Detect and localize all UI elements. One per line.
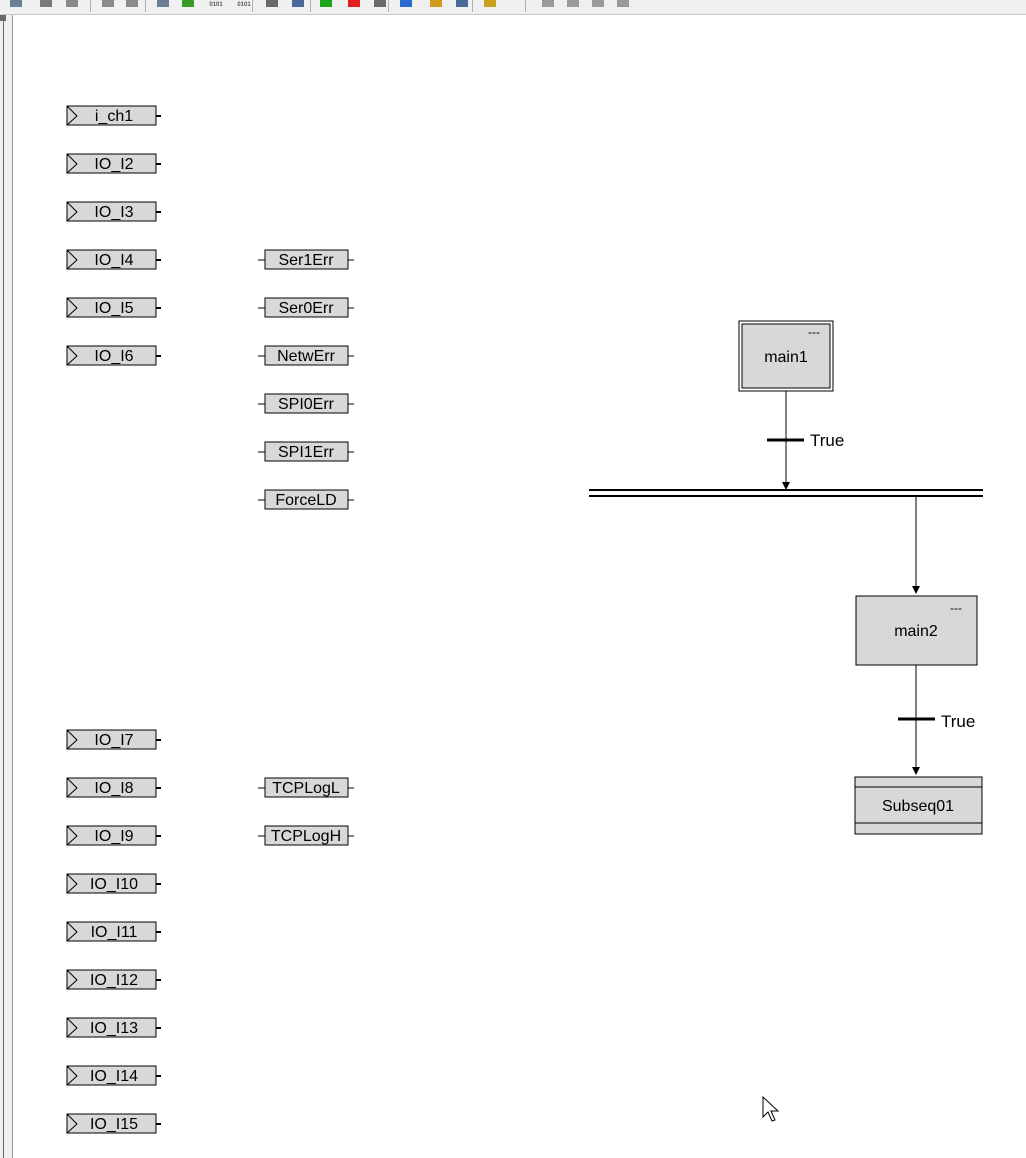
step-label: main1 [764, 349, 808, 366]
print-preview-icon[interactable] [290, 0, 306, 9]
stop-icon[interactable] [372, 0, 388, 9]
variable-block-label: TCPLogL [272, 780, 340, 797]
input-terminal-io-i6[interactable]: IO_I6 [66, 345, 161, 366]
step-label: main2 [894, 623, 938, 640]
variable-block-label: Ser0Err [278, 300, 334, 317]
variable-block-label: SPI1Err [278, 444, 335, 461]
variable-block-label: TCPLogH [271, 828, 341, 845]
step-action-marker: --- [950, 601, 962, 615]
align-right-icon[interactable] [590, 0, 606, 9]
transition-condition: True [941, 712, 975, 731]
toolbar-separator [252, 0, 253, 12]
transition-t1[interactable]: True [767, 431, 844, 450]
toolbar-separator [472, 0, 473, 12]
input-terminal-label: IO_I8 [94, 780, 133, 797]
align-left-icon[interactable] [540, 0, 556, 9]
input-terminal-io-i4[interactable]: IO_I4 [66, 249, 161, 270]
variable-block-spi0err[interactable]: SPI0Err [258, 393, 354, 414]
page-setup-icon[interactable] [264, 0, 280, 9]
grid-icon[interactable] [615, 0, 631, 9]
svg-text:0101: 0101 [237, 2, 251, 8]
save-icon[interactable] [155, 0, 171, 9]
input-terminal-label: IO_I6 [94, 348, 133, 365]
print-icon[interactable] [454, 0, 470, 9]
variable-block-ser0err[interactable]: Ser0Err [258, 297, 354, 318]
new-icon[interactable] [8, 0, 24, 9]
binary-upload-icon[interactable]: 0101 [236, 0, 252, 9]
input-terminal-i-ch1[interactable]: i_ch1 [66, 105, 161, 126]
run-icon[interactable] [318, 0, 334, 9]
input-terminal-label: IO_I15 [90, 1116, 138, 1133]
toolbar-separator [90, 0, 91, 12]
macro-step-subseq01[interactable]: Subseq01 [854, 776, 983, 835]
toolbar-separator [145, 0, 146, 12]
ruler-line [3, 15, 4, 1158]
step-action-marker: --- [808, 325, 820, 339]
step-main2[interactable]: main2 --- [855, 595, 978, 666]
variable-block-forceld[interactable]: ForceLD [258, 489, 354, 510]
input-terminal-io-i11[interactable]: IO_I11 [66, 921, 161, 942]
toolbar-separator [525, 0, 526, 12]
variable-blocks-group: Ser1ErrSer0ErrNetwErrSPI0ErrSPI1ErrForce… [258, 249, 354, 846]
input-terminal-io-i7[interactable]: IO_I7 [66, 729, 161, 750]
help-book-icon[interactable] [482, 0, 498, 9]
variable-block-label: NetwErr [277, 348, 335, 365]
variable-block-tcplogh[interactable]: TCPLogH [258, 825, 354, 846]
transition-t2[interactable]: True [898, 712, 975, 731]
input-terminal-io-i12[interactable]: IO_I12 [66, 969, 161, 990]
pause-icon[interactable] [346, 0, 362, 9]
transition-condition: True [810, 431, 844, 450]
input-terminal-io-i9[interactable]: IO_I9 [66, 825, 161, 846]
macro-step-label: Subseq01 [882, 798, 954, 815]
input-terminal-io-i13[interactable]: IO_I13 [66, 1017, 161, 1038]
input-terminal-label: IO_I2 [94, 156, 133, 173]
binary-download-icon[interactable]: 0101 [208, 0, 224, 9]
input-terminal-io-i15[interactable]: IO_I15 [66, 1113, 161, 1134]
ruler-tick [0, 15, 6, 21]
variable-block-label: ForceLD [275, 492, 336, 509]
undo-icon[interactable] [100, 0, 116, 9]
input-terminal-label: IO_I13 [90, 1020, 138, 1037]
input-terminals-group: i_ch1IO_I2IO_I3IO_I4IO_I5IO_I6IO_I7IO_I8… [66, 105, 161, 1134]
compile-icon[interactable] [180, 0, 196, 9]
left-ruler-strip[interactable] [0, 15, 13, 1158]
input-terminal-label: IO_I3 [94, 204, 133, 221]
toolbar-separator [310, 0, 311, 12]
simultaneous-divergence-bar[interactable] [589, 489, 983, 497]
input-terminal-label: IO_I14 [90, 1068, 138, 1085]
input-terminal-label: IO_I12 [90, 972, 138, 989]
mouse-cursor-icon [762, 1096, 780, 1122]
variable-block-netwerr[interactable]: NetwErr [258, 345, 354, 366]
input-terminal-label: IO_I10 [90, 876, 138, 893]
toolbar: 0101 0101 [0, 0, 1026, 15]
input-terminal-label: IO_I11 [91, 924, 138, 941]
export-icon[interactable] [428, 0, 444, 9]
input-terminal-io-i3[interactable]: IO_I3 [66, 201, 161, 222]
variable-block-tcplogl[interactable]: TCPLogL [258, 777, 354, 798]
input-terminal-label: IO_I5 [94, 300, 133, 317]
align-center-icon[interactable] [565, 0, 581, 9]
input-terminal-io-i10[interactable]: IO_I10 [66, 873, 161, 894]
input-terminal-io-i14[interactable]: IO_I14 [66, 1065, 161, 1086]
svg-text:0101: 0101 [209, 2, 223, 8]
input-terminal-label: IO_I9 [94, 828, 133, 845]
input-terminal-label: i_ch1 [95, 108, 133, 125]
input-terminal-io-i8[interactable]: IO_I8 [66, 777, 161, 798]
variable-block-label: SPI0Err [278, 396, 335, 413]
step-main1[interactable]: main1--- [738, 320, 834, 392]
search-icon[interactable] [398, 0, 414, 9]
variable-block-spi1err[interactable]: SPI1Err [258, 441, 354, 462]
variable-block-ser1err[interactable]: Ser1Err [258, 249, 354, 270]
input-terminal-io-i5[interactable]: IO_I5 [66, 297, 161, 318]
redo-icon[interactable] [124, 0, 140, 9]
input-terminal-label: IO_I4 [94, 252, 133, 269]
toolbar-separator [388, 0, 389, 12]
variable-block-label: Ser1Err [278, 252, 334, 269]
cut-icon[interactable] [38, 0, 54, 9]
paste-icon[interactable] [64, 0, 80, 9]
input-terminal-io-i2[interactable]: IO_I2 [66, 153, 161, 174]
input-terminal-label: IO_I7 [94, 732, 133, 749]
